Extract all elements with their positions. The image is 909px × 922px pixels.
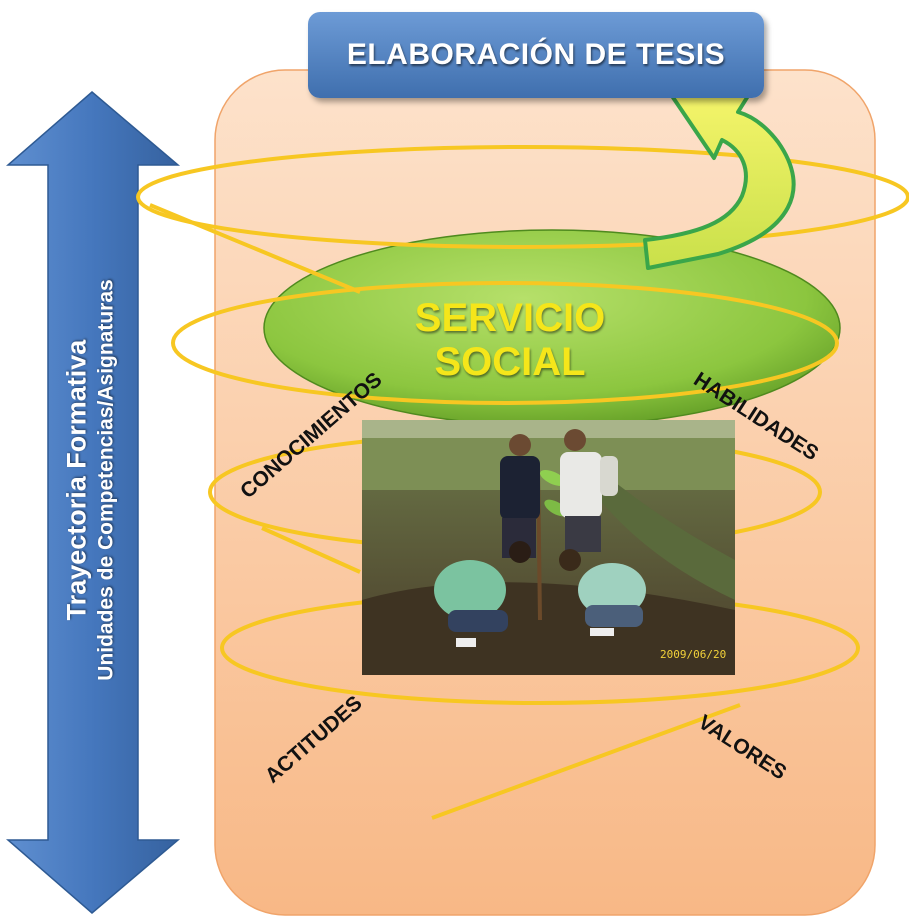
trajectory-title: Trayectoria Formativa [61,339,92,621]
trajectory-subtitle: Unidades de Competencias/Asignaturas [94,279,118,681]
elaboracion-de-tesis-box: ELABORACIÓN DE TESIS [308,12,764,98]
tesis-title: ELABORACIÓN DE TESIS [346,38,726,71]
spiral-ring-2 [171,281,839,405]
trajectory-double-arrow [5,91,181,914]
spiral-connector-1 [149,203,361,294]
servicio-line1: SERVICIO [414,296,606,340]
students-planting-photo [362,420,735,675]
spiral-ring-1 [136,145,909,249]
spiral-connector-2 [261,526,361,574]
spiral-tail [431,703,741,820]
photo-date-stamp: 2009/06/20 [660,648,727,661]
servicio-social-label: SERVICIO SOCIAL [360,296,660,384]
servicio-line2: SOCIAL [434,340,586,384]
